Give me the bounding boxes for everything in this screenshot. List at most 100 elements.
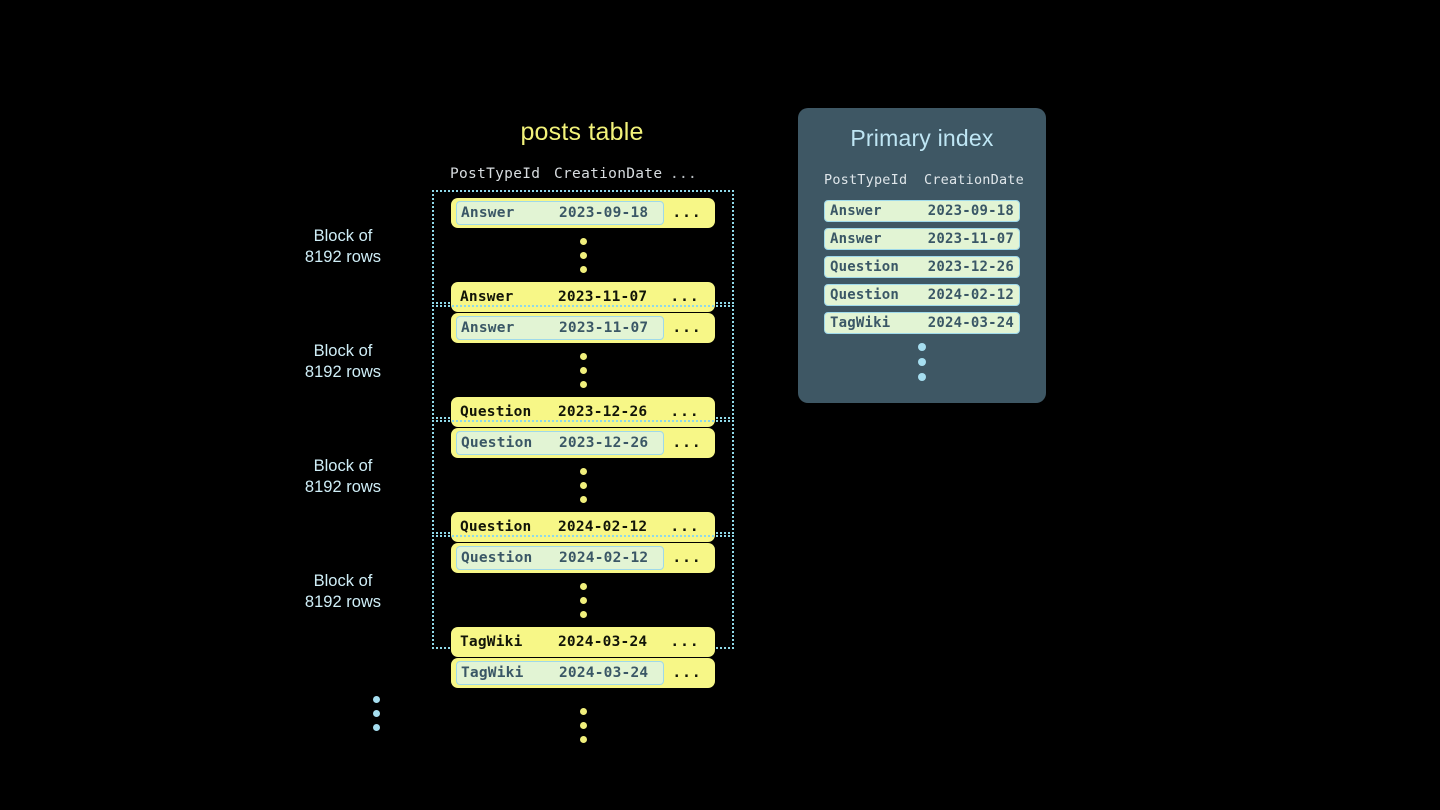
- block-label: Block of 8192 rows: [268, 571, 418, 613]
- cell-ellipsis: ...: [670, 519, 700, 535]
- index-continuation-ellipsis-icon: [798, 343, 1046, 381]
- block-label: Block of 8192 rows: [268, 456, 418, 498]
- table-row: TagWiki 2024-03-24 ...: [451, 658, 715, 688]
- table-row: Question 2024-02-12 ...: [451, 543, 715, 573]
- table-row: Question 2024-02-12 ...: [451, 512, 715, 542]
- index-row: Question 2023-12-26: [824, 256, 1020, 278]
- column-header-posttypeid: PostTypeId: [824, 172, 908, 188]
- column-header-ellipsis: ...: [670, 166, 698, 182]
- column-header-creationdate: CreationDate: [554, 166, 663, 182]
- cell-ellipsis: ...: [672, 665, 702, 681]
- row-content: Question 2024-02-12: [456, 515, 662, 539]
- vertical-ellipsis-icon: [434, 343, 732, 397]
- cell-posttypeid: Question: [830, 287, 900, 303]
- row-highlight-chip: Answer 2023-09-18: [456, 201, 664, 225]
- row-content: Question 2023-12-26: [456, 400, 662, 424]
- dot-icon: [579, 596, 587, 604]
- index-row: Answer 2023-11-07: [824, 228, 1020, 250]
- cell-creationdate: 2024-02-12: [559, 550, 649, 566]
- table-row: Question 2023-12-26 ...: [451, 397, 715, 427]
- dot-icon: [372, 723, 380, 731]
- cell-creationdate: 2024-03-24: [927, 315, 1014, 331]
- cell-posttypeid: Answer: [461, 320, 515, 336]
- cell-creationdate: 2023-12-26: [559, 435, 649, 451]
- posts-table-column-headers: PostTypeId CreationDate ...: [450, 166, 734, 182]
- table-row: Answer 2023-11-07 ...: [451, 282, 715, 312]
- cell-creationdate: 2024-02-12: [927, 287, 1014, 303]
- block-label-line-1: Block of: [313, 457, 373, 475]
- index-row: Answer 2023-09-18: [824, 200, 1020, 222]
- block-label-line-2: 8192 rows: [304, 363, 382, 381]
- cell-posttypeid: TagWiki: [830, 315, 891, 331]
- block-label-line-2: 8192 rows: [304, 248, 382, 266]
- cell-posttypeid: Question: [461, 550, 533, 566]
- block-label-line-1: Block of: [313, 227, 373, 245]
- cell-posttypeid: TagWiki: [460, 634, 523, 650]
- blocks-continuation-ellipsis-icon: [362, 686, 390, 740]
- cell-creationdate: 2023-12-26: [927, 259, 1014, 275]
- cell-ellipsis: ...: [670, 404, 700, 420]
- dot-icon: [918, 358, 926, 366]
- block-of-rows: Block of 8192 rows Question 2024-02-12 .…: [305, 535, 734, 657]
- primary-index-panel: Primary index PostTypeId CreationDate An…: [798, 108, 1046, 403]
- cell-creationdate: 2023-11-07: [559, 320, 649, 336]
- primary-index-rows: Answer 2023-09-18 Answer 2023-11-07 Ques…: [798, 200, 1046, 334]
- dot-icon: [579, 265, 587, 273]
- dot-icon: [579, 366, 587, 374]
- cell-posttypeid: Question: [460, 404, 532, 420]
- dot-icon: [579, 495, 587, 503]
- row-content: Answer 2023-11-07: [456, 285, 662, 309]
- cell-ellipsis: ...: [670, 634, 700, 650]
- block-of-rows: Block of 8192 rows Answer 2023-11-07 ...…: [305, 305, 734, 427]
- cell-ellipsis: ...: [670, 289, 700, 305]
- cell-posttypeid: TagWiki: [461, 665, 524, 681]
- table-row: Question 2023-12-26 ...: [451, 428, 715, 458]
- dot-icon: [579, 707, 587, 715]
- dot-icon: [579, 467, 587, 475]
- cell-posttypeid: Question: [830, 259, 900, 275]
- table-row: Answer 2023-11-07 ...: [451, 313, 715, 343]
- dot-icon: [372, 709, 380, 717]
- table-row: TagWiki 2024-03-24 ...: [451, 627, 715, 657]
- cell-ellipsis: ...: [672, 435, 702, 451]
- block-label-line-1: Block of: [313, 342, 373, 360]
- page-title: posts table: [520, 118, 644, 146]
- cell-creationdate: 2024-02-12: [558, 519, 648, 535]
- vertical-ellipsis-icon: [434, 228, 732, 282]
- dot-icon: [579, 380, 587, 388]
- primary-index-column-headers: PostTypeId CreationDate: [798, 172, 1046, 188]
- row-highlight-chip: Question 2023-12-26: [456, 431, 664, 455]
- column-header-creationdate: CreationDate: [924, 172, 1024, 188]
- primary-index-title: Primary index: [850, 125, 994, 151]
- dot-icon: [579, 582, 587, 590]
- cell-creationdate: 2023-11-07: [927, 231, 1014, 247]
- block-label: Block of 8192 rows: [268, 226, 418, 268]
- cell-posttypeid: Answer: [830, 203, 882, 219]
- row-content: TagWiki 2024-03-24: [456, 630, 662, 654]
- block-of-rows: Block of 8192 rows Answer 2023-09-18 ...…: [305, 190, 734, 312]
- row-highlight-chip: TagWiki 2024-03-24: [456, 661, 664, 685]
- vertical-ellipsis-icon: [432, 698, 734, 752]
- block-label-line-1: Block of: [313, 572, 373, 590]
- cell-ellipsis: ...: [672, 320, 702, 336]
- block-of-rows: Block of 8192 rows Question 2023-12-26 .…: [305, 420, 734, 542]
- cell-posttypeid: Question: [461, 435, 533, 451]
- cell-creationdate: 2023-09-18: [927, 203, 1014, 219]
- index-row: Question 2024-02-12: [824, 284, 1020, 306]
- vertical-ellipsis-icon: [434, 458, 732, 512]
- cell-posttypeid: Question: [460, 519, 532, 535]
- dot-icon: [579, 237, 587, 245]
- cell-posttypeid: Answer: [461, 205, 515, 221]
- cell-posttypeid: Answer: [460, 289, 514, 305]
- trailing-row-section: TagWiki 2024-03-24 ...: [432, 658, 734, 752]
- dot-icon: [579, 251, 587, 259]
- block-label-line-2: 8192 rows: [304, 478, 382, 496]
- cell-creationdate: 2024-03-24: [559, 665, 649, 681]
- block-label: Block of 8192 rows: [268, 341, 418, 383]
- dot-icon: [918, 373, 926, 381]
- dot-icon: [579, 481, 587, 489]
- vertical-ellipsis-icon: [434, 573, 732, 627]
- dot-icon: [579, 721, 587, 729]
- posts-table-blocks: Block of 8192 rows Answer 2023-09-18 ...…: [305, 190, 734, 657]
- dot-icon: [579, 610, 587, 618]
